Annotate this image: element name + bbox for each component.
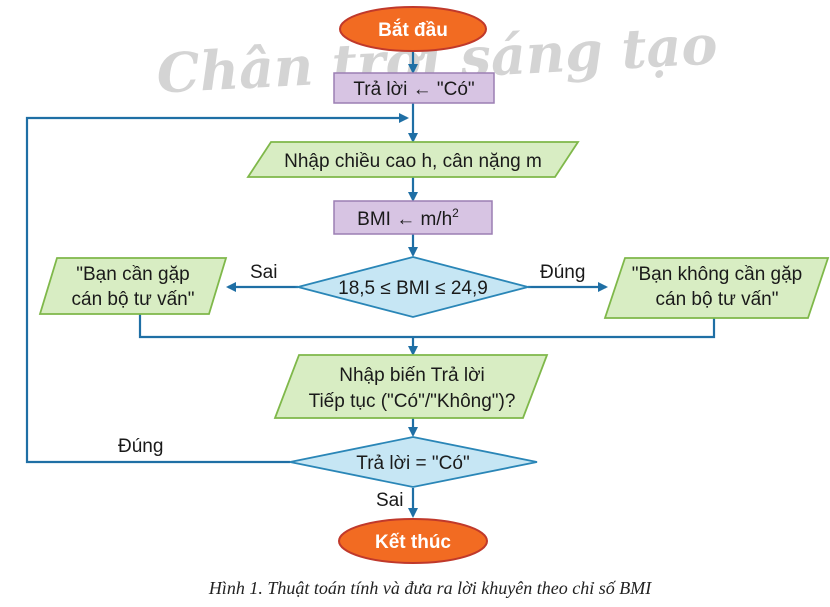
edge-label-bmi-true: Đúng — [540, 262, 585, 283]
bmi-superscript: 2 — [452, 206, 459, 220]
bmi-label: BMI ← m/h2 — [357, 206, 459, 230]
bmi-decision-node: 18,5 ≤ BMI ≤ 24,9 — [294, 256, 532, 318]
input-hm-label: Nhập chiều cao h, cân nặng m — [284, 151, 542, 172]
figure-caption: Hình 1. Thuật toán tính và đưa ra lời kh… — [208, 578, 652, 598]
bmi-decision-label: 18,5 ≤ BMI ≤ 24,9 — [338, 278, 488, 299]
output-need-line2: cán bộ tư vấn" — [72, 289, 195, 310]
start-node: Bắt đầu — [339, 6, 487, 52]
edge-left-merge — [138, 314, 413, 339]
edge-right-merge — [413, 318, 716, 339]
bmi-node: BMI ← m/h2 — [333, 200, 493, 235]
edge-loop-back — [25, 113, 409, 464]
input-answer-line1: Nhập biến Trả lời — [339, 365, 485, 386]
start-label: Bắt đầu — [378, 19, 448, 41]
output-need-counsel-node: "Bạn cần gặp cán bộ tư vấn" — [38, 257, 228, 315]
edge-label-answer-true: Đúng — [118, 436, 163, 457]
output-need-line1: "Bạn cần gặp — [76, 264, 189, 285]
connectors — [25, 52, 716, 518]
init-label: Trả lời ← "Có" — [353, 79, 474, 100]
edge-label-bmi-false: Sai — [250, 262, 277, 283]
input-answer-line2: Tiếp tục ("Có"/"Không")? — [309, 391, 516, 412]
answer-decision-node: Trả lời = "Có" — [289, 436, 538, 488]
input-hm-node: Nhập chiều cao h, cân nặng m — [246, 141, 580, 178]
edge-label-answer-false: Sai — [376, 490, 403, 511]
output-no-need-line2: cán bộ tư vấn" — [656, 289, 779, 310]
end-label: Kết thúc — [375, 532, 451, 553]
output-no-need-line1: "Bạn không cần gặp — [632, 264, 803, 285]
answer-decision-label: Trả lời = "Có" — [356, 453, 469, 474]
output-no-need-node: "Bạn không cần gặp cán bộ tư vấn" — [603, 257, 830, 319]
init-node: Trả lời ← "Có" — [333, 72, 495, 104]
input-answer-node: Nhập biến Trả lời Tiếp tục ("Có"/"Không"… — [273, 354, 549, 419]
end-node: Kết thúc — [338, 518, 488, 564]
